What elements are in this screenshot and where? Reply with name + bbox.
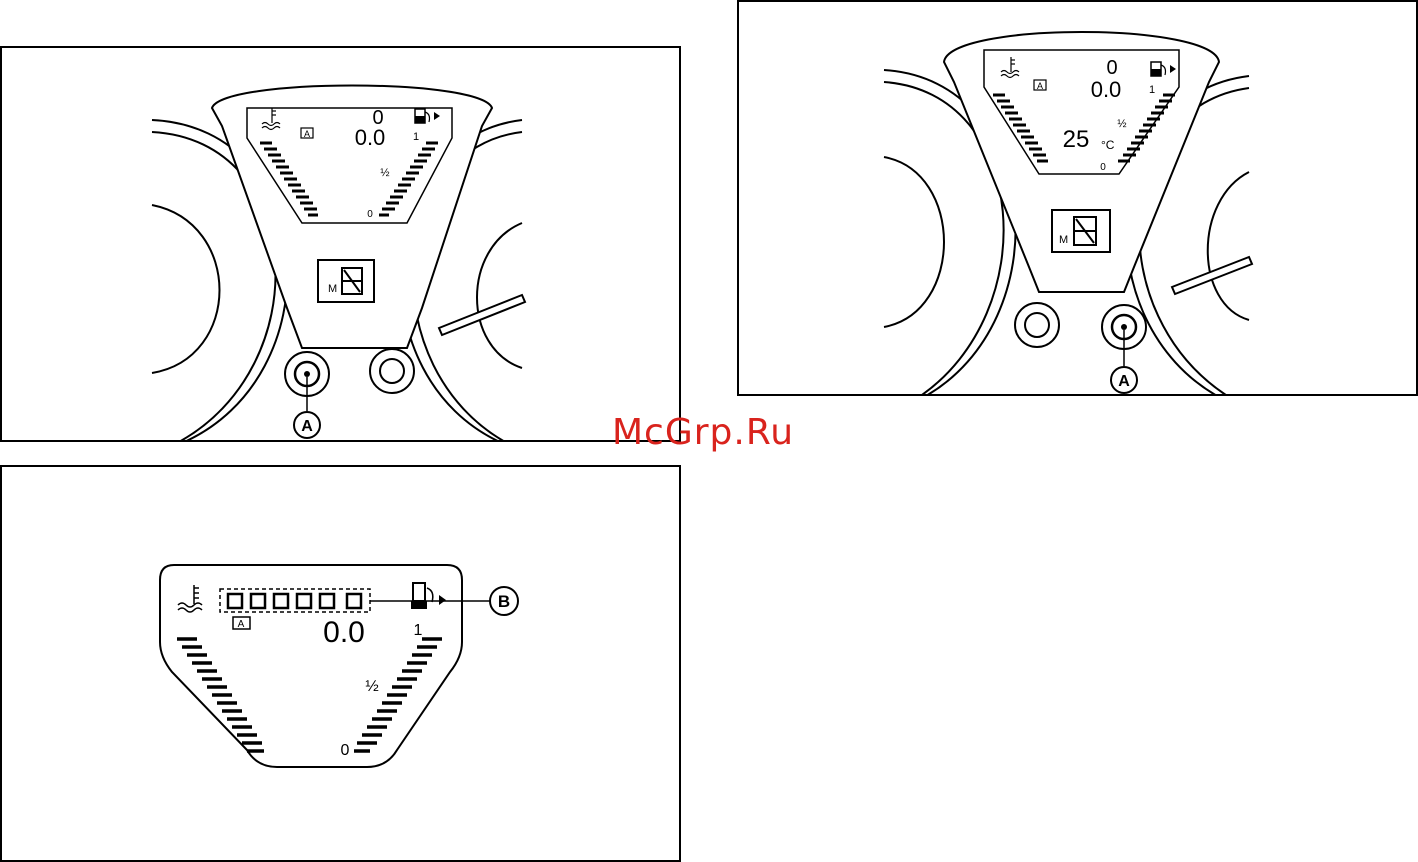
fuel-empty-label: 0	[341, 742, 350, 759]
fuel-half-label: ½	[1117, 118, 1126, 130]
fuel-full-label: 1	[1149, 84, 1155, 96]
temperature-readout: 25	[1063, 126, 1090, 153]
lcd-detail-panel-bottom: A 0.0 1 ½ 0 B	[0, 465, 681, 862]
cluster-panel-top-right: A 0 0.0 1 ½ 0 25 °C M	[737, 0, 1418, 396]
temperature-unit: °C	[1101, 138, 1115, 152]
speed-needle	[1172, 257, 1252, 294]
callout-a-label: A	[1118, 373, 1130, 390]
lcd-detail-illustration: A 0.0 1 ½ 0 B	[2, 467, 681, 862]
callout-a-label: A	[301, 418, 313, 435]
gear-prefix: M	[1059, 234, 1068, 246]
top-digit: 0	[1106, 57, 1117, 79]
watermark-text: McGrp.Ru	[612, 412, 794, 453]
auto-badge: A	[238, 619, 245, 630]
cluster-panel-top-left: A 0 0.0 1 ½ 0 M	[0, 46, 681, 442]
fuel-half-label: ½	[365, 678, 378, 695]
fuel-empty-label: 0	[1100, 162, 1106, 173]
odometer-readout: 0.0	[355, 125, 386, 150]
fuel-empty-label: 0	[367, 209, 373, 220]
fuel-full-label: 1	[413, 131, 419, 143]
auto-badge: A	[1037, 81, 1043, 91]
auto-badge: A	[304, 129, 310, 139]
odometer-readout: 0.0	[1091, 77, 1122, 102]
odometer-readout: 0.0	[323, 616, 365, 649]
gear-prefix: M	[328, 283, 337, 295]
cluster-illustration-top-left: A 0 0.0 1 ½ 0 M	[2, 48, 681, 442]
fuel-full-label: 1	[414, 622, 423, 639]
callout-b-label: B	[498, 592, 510, 611]
fuel-half-label: ½	[380, 167, 389, 179]
cluster-illustration-top-right: A 0 0.0 1 ½ 0 25 °C M	[739, 2, 1418, 396]
